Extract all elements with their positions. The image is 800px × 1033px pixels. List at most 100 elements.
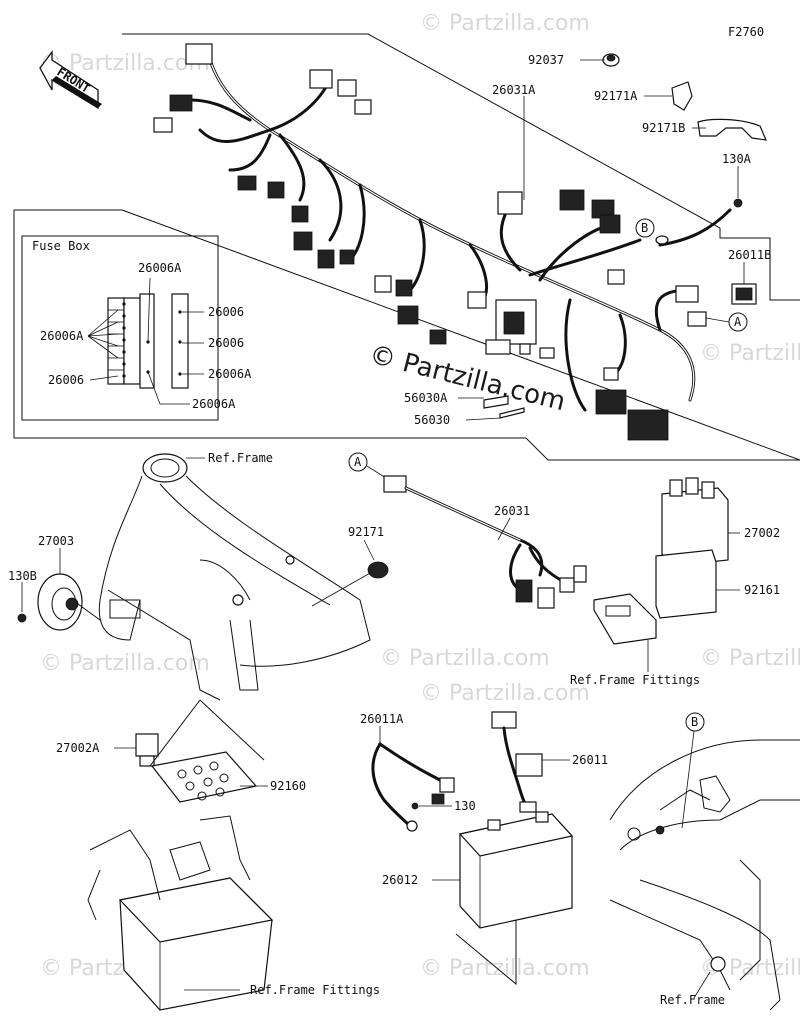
part-92171A-shape (671, 81, 693, 111)
connector (267, 181, 285, 199)
connector (293, 231, 313, 251)
part-27002-shape (661, 477, 729, 567)
harness-26011A (371, 742, 455, 832)
watermark: © Partzilla.com (420, 956, 590, 981)
part-26012-battery (458, 811, 574, 929)
connector (595, 389, 627, 415)
watermark: © Partzilla.com (380, 646, 550, 671)
fuse-label: 26006A (192, 397, 236, 411)
part-92161-shape (655, 549, 717, 619)
connector (339, 249, 355, 265)
callout-a-top: A (734, 315, 742, 329)
part-label-92037: 92037 (528, 53, 564, 67)
watermark: © Partzilla.com (700, 646, 800, 671)
part-label-92171: 92171 (348, 525, 384, 539)
battery-leader (455, 920, 517, 986)
connector (337, 79, 357, 97)
part-label-56030A: 56030A (404, 391, 448, 405)
part-130B-shape (17, 613, 27, 623)
callout-a-mid: A (354, 455, 362, 469)
connector (497, 191, 523, 215)
part-label-26012: 26012 (382, 873, 418, 887)
connector (607, 269, 625, 285)
ref-frame-fittings-mid: Ref.Frame Fittings (570, 673, 700, 687)
connector (395, 279, 413, 297)
part-label-56030: 56030 (414, 413, 450, 427)
part-130A-shape (733, 198, 743, 208)
frame-illustration (98, 453, 371, 701)
part-56030A-shape (483, 395, 509, 409)
fuse-label: 26006A (40, 329, 84, 343)
battery-case (87, 815, 274, 1011)
ref-frame-top: Ref.Frame (208, 451, 273, 465)
connector (675, 285, 699, 303)
part-92160-shape (150, 751, 258, 803)
part-26011B-shape (731, 283, 757, 305)
part-label-92171B: 92171B (642, 121, 685, 135)
part-label-26031A: 26031A (492, 83, 536, 97)
ref-frame-fittings-bottom: Ref.Frame Fittings (250, 983, 380, 997)
part-label-26031: 26031 (494, 504, 530, 518)
connector (539, 347, 555, 359)
connector (169, 94, 193, 112)
part-label-27003: 27003 (38, 534, 74, 548)
harness-group-outline (13, 33, 800, 461)
connector (397, 305, 419, 325)
part-92171B-shape (697, 118, 767, 141)
connector (185, 43, 213, 65)
connector (291, 205, 309, 223)
connector (519, 343, 531, 355)
watermark: © Partzilla.com (700, 341, 800, 366)
connector (687, 311, 707, 327)
part-56030-shape (499, 407, 525, 419)
watermark: © Partzilla.com (40, 651, 210, 676)
part-label-130B: 130B (8, 569, 37, 583)
part-92171-shape (367, 561, 389, 579)
part-label-26011A: 26011A (360, 712, 404, 726)
bracket-shape (593, 593, 657, 645)
fuse-label: 26006 (208, 305, 244, 319)
callout-b-circle (685, 712, 705, 732)
callout-b-bottom: B (691, 715, 698, 729)
connector (559, 189, 585, 211)
connector (317, 249, 335, 269)
connector (153, 117, 173, 133)
fuse-box-panel: Fuse Box (21, 235, 252, 421)
ground-terminal-b (655, 208, 732, 247)
callout-b-circle (635, 218, 655, 238)
part-130-shape (411, 802, 419, 810)
fuse-label: 26006A (208, 367, 252, 381)
mat-leader (149, 699, 265, 767)
watermark-layer: © Partzilla.com © Partzilla.com © Partzi… (40, 11, 800, 981)
connector (309, 69, 333, 89)
connector (429, 329, 447, 345)
frame-illustration-bottom (609, 739, 800, 1011)
ref-frame-bottom: Ref.Frame (660, 993, 725, 1007)
front-arrow-icon: FRONT (39, 50, 102, 110)
part-label-26011B: 26011B (728, 248, 771, 262)
part-label-26011: 26011 (572, 753, 608, 767)
fuse-label: 26006 (48, 373, 84, 387)
part-label-27002A: 27002A (56, 741, 100, 755)
fuse-box-title: Fuse Box (32, 239, 90, 253)
part-label-130: 130 (454, 799, 476, 813)
part-label-92171A: 92171A (594, 89, 638, 103)
watermark: © Partzilla.com (420, 11, 590, 36)
harness-26011 (491, 711, 543, 813)
main-harness-26031A (153, 43, 707, 441)
part-label-27002: 27002 (744, 526, 780, 540)
connector (627, 409, 669, 441)
part-label-92160: 92160 (270, 779, 306, 793)
connector (603, 367, 619, 381)
diagram-code: F2760 (728, 25, 764, 39)
fuse-label: 26006A (138, 261, 182, 275)
part-label-130A: 130A (722, 152, 752, 166)
connector (237, 175, 257, 191)
part-92037-shape (602, 53, 620, 67)
part-27002A-shape (135, 733, 159, 767)
connector (467, 291, 487, 309)
part-27003-shape (37, 573, 101, 631)
connector (354, 99, 372, 115)
